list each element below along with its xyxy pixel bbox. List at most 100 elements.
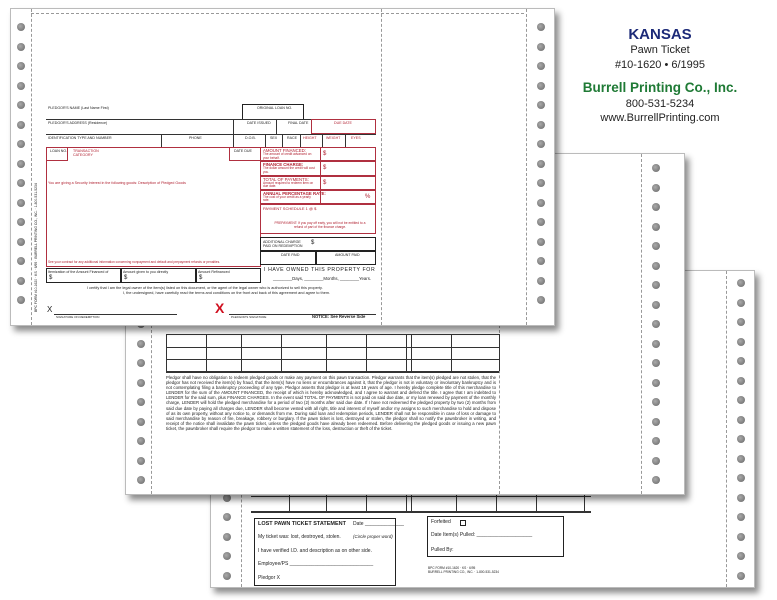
tractor-feed-hole-icon (17, 198, 25, 207)
pulled-by-field[interactable]: Pulled By: (431, 547, 454, 553)
tractor-feed-hole-icon (17, 42, 25, 51)
stub-footer-form: BPC FORM #10-1620 · KS · 6/95 (428, 566, 476, 570)
tila-row[interactable]: TOTAL OF PAYMENTS: Amount required to re… (260, 175, 376, 190)
original-loan-no-label: ORIGINAL LOAN NO. (257, 106, 293, 110)
x-mark: X (47, 305, 53, 314)
pledgor-address-label[interactable]: PLEDGOR'S ADDRESS (Residence) (48, 121, 108, 125)
tractor-feed-hole-icon (537, 140, 545, 148)
tila-value[interactable]: $ (323, 165, 327, 172)
tila-row[interactable]: FINANCE CHARGE: The dollar amount the cr… (260, 161, 376, 176)
weight-label[interactable]: WEIGHT (326, 136, 341, 140)
front-sheet: BPC FORM #10-1620 · KS · 6/95 · BURRELL … (10, 8, 555, 326)
tractor-feed-hole-icon (737, 454, 745, 463)
tractor-feed-hole-icon (737, 376, 745, 385)
tractor-feed-hole-icon (652, 222, 660, 231)
id-type-label[interactable]: IDENTIFICATION TYPE AND NUMBER (48, 136, 112, 140)
pledgor-signature-field[interactable]: Pledgor X (258, 575, 280, 581)
race-label[interactable]: RACE (287, 136, 297, 140)
height-label[interactable]: HEIGHT (303, 136, 317, 140)
tractor-feed-hole-icon (537, 218, 545, 226)
final-date-label[interactable]: FINAL DATE (288, 121, 309, 125)
sex-label[interactable]: SEX (270, 136, 278, 140)
forfeited-checkbox[interactable] (460, 520, 466, 526)
perforation-line (31, 9, 32, 325)
form-number: #10-1620 • 6/1995 (614, 59, 706, 71)
tractor-feed-hole-icon (137, 359, 145, 367)
tila-row[interactable]: ANNUAL PERCENTAGE RATE: The cost of your… (260, 189, 376, 204)
additional-charge-field[interactable]: ADDITIONAL CHARGE PAID ON REDEMPTION $ (260, 237, 376, 251)
grid-line (281, 334, 282, 371)
date-issued-label[interactable]: DATE ISSUED (247, 121, 271, 125)
signature-on-redemption-field[interactable]: SIGNATURE ON REDEMPTION (56, 315, 100, 319)
tractor-feed-hole-icon (223, 493, 231, 502)
grid-line (406, 334, 407, 371)
company-website[interactable]: www.BurrellPrinting.com (600, 112, 720, 124)
grid-line (326, 334, 327, 371)
tila-row[interactable]: AMOUNT FINANCED: The amount of credit ad… (260, 147, 376, 162)
tractor-feed-hole-icon (652, 476, 660, 484)
tractor-feed-hole-icon (652, 261, 660, 270)
perforation-line (381, 9, 382, 325)
due-date-label: DUE DATE (334, 121, 352, 125)
tractor-feed-hole-icon (652, 320, 660, 328)
certify-text-1: I certify that I am the legal owner of t… (87, 286, 323, 290)
tractor-feed-hole-icon (737, 474, 745, 482)
tila-desc: The cost of your credit as a yearly rate… (263, 194, 311, 203)
tractor-feed-hole-icon (652, 164, 660, 172)
loan-no-field[interactable]: LOAN NO. (46, 147, 68, 161)
tractor-feed-hole-icon (17, 23, 25, 31)
lost-statement-title: LOST PAWN TICKET STATEMENT (258, 521, 346, 527)
payment-schedule-field[interactable]: PAYMENT SCHEDULE 1 @ $ (263, 206, 317, 211)
date-pulled-field[interactable]: Date Item(s) Pulled: ___________________… (431, 532, 533, 538)
tractor-feed-hole-icon (137, 417, 145, 426)
tractor-feed-hole-icon (652, 456, 660, 465)
tractor-feed-hole-icon (737, 493, 745, 502)
tractor-feed-hole-icon (537, 198, 545, 207)
date-paid-field[interactable]: DATE PAID (260, 251, 316, 265)
tractor-feed-hole-icon (737, 318, 745, 326)
owned-property-text: I HAVE OWNED THIS PROPERTY FOR (264, 267, 376, 273)
pledge-terms-text: Pledgor shall have no obligation to rede… (166, 375, 496, 431)
grid-line (289, 483, 290, 511)
tractor-feed-hole-icon (737, 298, 745, 307)
company-phone: 800-531-5234 (625, 98, 695, 110)
tractor-feed-hole-icon (652, 437, 660, 445)
employee-field[interactable]: Employee/PS ____________________________… (258, 561, 374, 567)
tila-value[interactable]: $ (323, 151, 327, 157)
transaction-category-label[interactable]: TRANSACTION CATEGORY (73, 149, 99, 158)
tila-title: ANNUAL PERCENTAGE RATE: (263, 190, 326, 196)
amount-refinanced-field[interactable]: Amount Refinanced$ (196, 268, 261, 283)
tila-desc: The dollar amount the credit will cost y… (263, 166, 315, 174)
grid-line (584, 483, 585, 511)
tila-title: TOTAL OF PAYMENTS: (263, 176, 309, 182)
tractor-feed-hole-icon (652, 398, 660, 406)
tractor-feed-hole-icon (652, 339, 660, 348)
original-loan-no-field[interactable]: ORIGINAL LOAN NO. (242, 104, 304, 120)
dob-label[interactable]: D.O.B. (245, 136, 256, 140)
pledged-goods-area[interactable] (46, 147, 261, 267)
grid-line (326, 483, 327, 511)
pledgor-signature-field[interactable]: PLEDGOR'S SIGNATURE (231, 315, 267, 319)
tractor-feed-hole-icon (137, 437, 145, 445)
tila-value[interactable]: % (365, 193, 371, 200)
tractor-feed-hole-icon (737, 279, 745, 287)
amount-direct-field[interactable]: Amount given to you directly$ (121, 268, 196, 283)
owned-duration-field[interactable]: ________Days, ________Months, ________Ye… (273, 276, 372, 281)
amount-paid-field[interactable]: AMOUNT PAID (316, 251, 376, 265)
itemization-field[interactable]: Itemization of the Amount Financed of$ (46, 268, 121, 283)
lost-date-field[interactable]: Date ______________ (353, 521, 404, 527)
tractor-feed-hole-icon (223, 571, 231, 580)
pledgor-name-label[interactable]: PLEDGOR'S NAME (Last Name First) (48, 106, 109, 110)
loan-no-label: LOAN NO. (50, 149, 68, 153)
due-date-field[interactable]: DUE DATE (311, 119, 376, 134)
tila-value[interactable]: $ (323, 179, 327, 186)
additional-charge-label: ADDITIONAL CHARGE PAID ON REDEMPTION (263, 240, 303, 249)
tractor-feed-hole-icon (652, 183, 660, 192)
itemization-label: Itemization of the Amount Financed of (48, 270, 109, 274)
amount-refinanced-label: Amount Refinanced (198, 270, 230, 274)
red-x-mark: X (215, 300, 225, 316)
eyes-label[interactable]: EYES (351, 136, 361, 140)
date-due-field[interactable]: DATE DUE (229, 147, 261, 161)
amount-paid-label: AMOUNT PAID (335, 253, 360, 257)
phone-label[interactable]: PHONE (189, 136, 202, 140)
